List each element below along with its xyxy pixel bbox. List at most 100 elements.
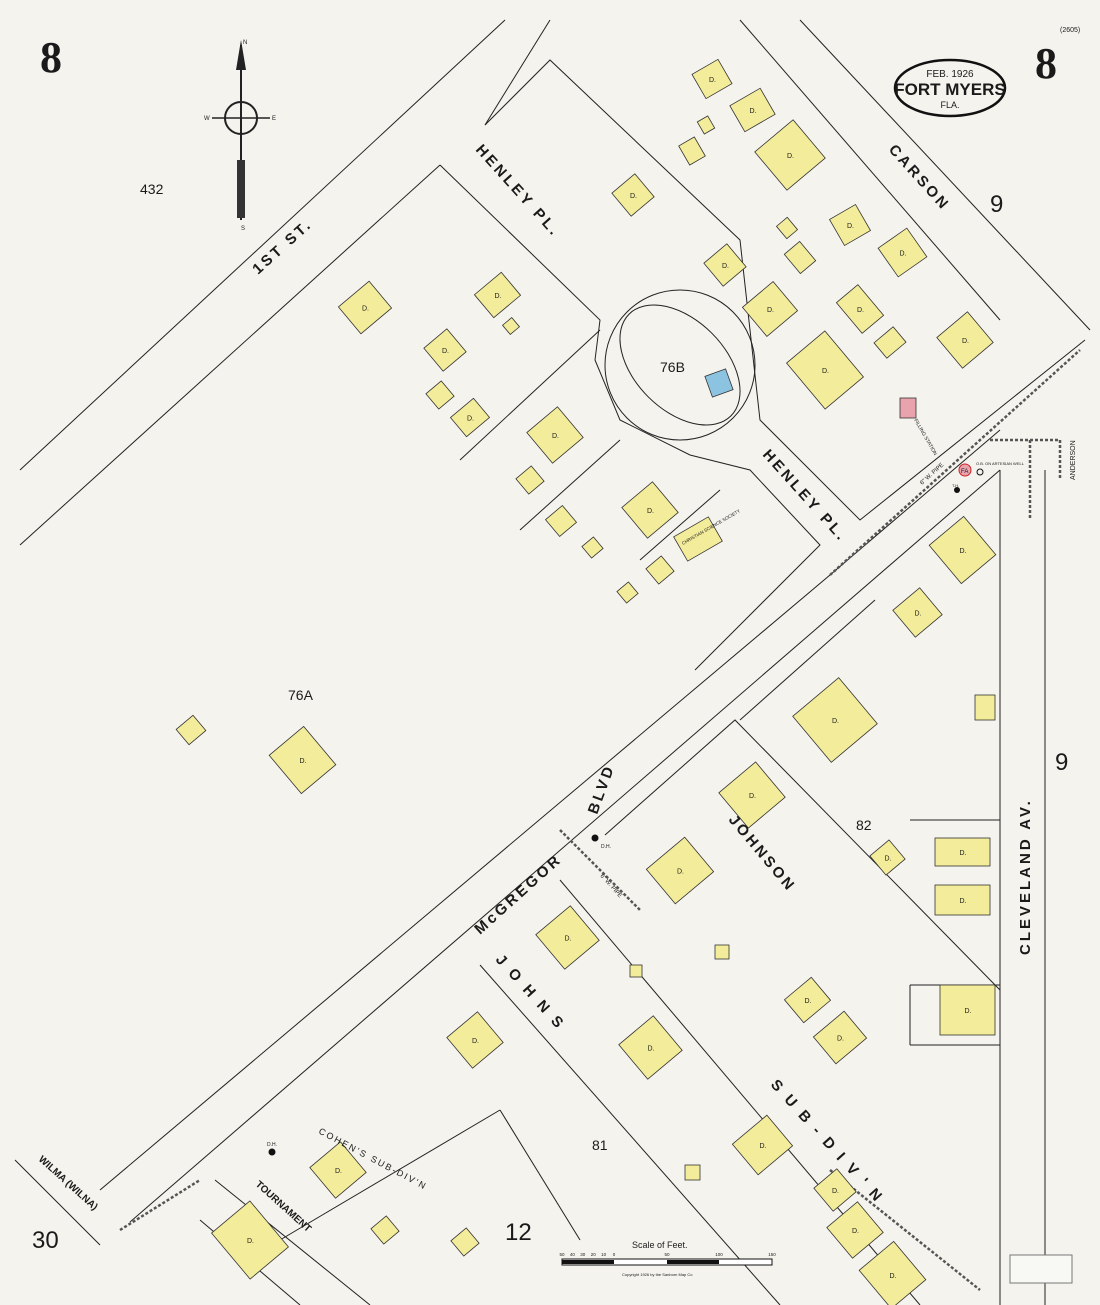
stone-dwelling (704, 368, 734, 398)
reference-number: (2605) (1060, 27, 1080, 34)
scale-tick-label: 50 (559, 1252, 565, 1257)
dwelling-building (446, 1011, 504, 1069)
block-number-82: 82 (856, 817, 872, 833)
dwelling-building (611, 173, 655, 217)
dwelling-label: D. (442, 348, 449, 355)
dwelling-label: D. (472, 1038, 479, 1045)
dwelling-building (696, 115, 716, 135)
dwelling-building (754, 119, 826, 191)
dwelling-building (792, 677, 878, 763)
dwelling-building (581, 536, 604, 559)
compass-s: S (241, 226, 245, 232)
north-arrow-icon (236, 40, 246, 70)
dwelling-building (645, 555, 675, 585)
dwelling-building (425, 380, 455, 410)
dwelling-building (526, 406, 584, 464)
dwelling-label: D. (647, 508, 654, 515)
compass-rose: N S E W (204, 40, 276, 232)
dwelling-building (268, 725, 337, 795)
block-number-81: 81 (592, 1137, 608, 1153)
dwelling-label: D. (837, 1036, 844, 1043)
drill-hole-icon-2 (268, 1148, 276, 1156)
dwelling-building (684, 1164, 701, 1181)
dwelling-label: D. (709, 77, 716, 84)
dwelling-label: D. (960, 898, 967, 905)
dwelling-label: D. (677, 869, 684, 876)
sheet-number-right: 8 (1035, 39, 1057, 88)
compass-e: E (272, 116, 276, 122)
dwelling-building (450, 1227, 480, 1257)
dwelling-building (928, 515, 997, 585)
dwelling-building (828, 203, 872, 247)
dwelling-building (309, 1141, 367, 1199)
dwelling-building (939, 984, 996, 1036)
dwelling-building (826, 1201, 884, 1259)
dwelling-building (211, 1200, 289, 1280)
dwelling-building (813, 1168, 857, 1212)
dwelling-building (703, 243, 747, 287)
dwelling-label: D. (648, 1046, 655, 1053)
street-label-cleveland: CLEVELAND AV. (1017, 798, 1034, 955)
dwelling-building (783, 240, 817, 275)
dwelling-building (812, 1010, 868, 1065)
hydrant-icon (954, 487, 960, 493)
block-number-12: 12 (505, 1219, 532, 1246)
dwelling-label: D. (805, 998, 812, 1005)
dwelling-label: D. (822, 368, 829, 375)
scale-tick-label: 50 (664, 1252, 670, 1257)
scale-tick-label: 30 (580, 1252, 586, 1257)
dwelling-building (618, 1015, 683, 1080)
dwelling-building (337, 280, 393, 335)
hydrant-label: T.H. (952, 483, 959, 488)
drill-hole-label: D.H. (601, 844, 611, 850)
dwelling-building (535, 905, 600, 970)
compass-n: N (243, 40, 247, 46)
adjoining-sheet-9-top: 9 (990, 191, 1003, 218)
dwelling-building (645, 836, 715, 905)
dwelling-building (691, 58, 733, 100)
dwelling-label: D. (760, 1143, 767, 1150)
dwelling-building (877, 227, 928, 278)
dwelling-label: D. (552, 433, 559, 440)
dwelling-label: D. (335, 1168, 342, 1175)
title-cartouche: FEB. 1926 FORT MYERS FLA. (893, 58, 1007, 118)
dwelling-label: D. (767, 307, 774, 314)
dwelling-label: D. (832, 1188, 839, 1195)
dwelling-label: D. (247, 1238, 254, 1245)
dwelling-label: D. (495, 293, 502, 300)
dwelling-label: D. (467, 416, 474, 423)
block-number-76b: 76B (660, 359, 685, 375)
dwelling-building (974, 694, 996, 721)
dwelling-label: D. (965, 1008, 972, 1015)
dwelling-label: D. (722, 263, 729, 270)
dwelling-building (423, 328, 467, 372)
adjoining-sheet-30: 30 (32, 1227, 59, 1254)
library-stamp (1009, 1254, 1073, 1284)
dwelling-building (934, 884, 991, 916)
block-number-76a: 76A (288, 687, 314, 703)
dwelling-label: D. (962, 338, 969, 345)
dwelling-building (783, 976, 832, 1024)
brick-building (899, 397, 917, 419)
scale-tick-label: 10 (601, 1252, 607, 1257)
state-name: FLA. (940, 100, 959, 110)
city-name: FORT MYERS (894, 80, 1005, 99)
dwelling-building (731, 1114, 794, 1176)
dwelling-building (858, 1240, 927, 1305)
dwelling-label: D. (900, 251, 907, 258)
dwelling-building (515, 465, 545, 495)
dwelling-label: D. (847, 223, 854, 230)
dwelling-building (718, 761, 786, 829)
fire-alarm-icon (958, 463, 972, 477)
dwelling-label: D. (960, 850, 967, 857)
dwelling-building (473, 271, 522, 319)
dwelling-label: D. (915, 611, 922, 618)
dwelling-building (835, 284, 885, 334)
dwelling-building (775, 216, 799, 240)
dwelling-building (370, 1215, 400, 1245)
dwelling-label: D. (749, 793, 756, 800)
dwelling-building (741, 281, 799, 337)
scale-tick-label: 0 (613, 1252, 616, 1257)
